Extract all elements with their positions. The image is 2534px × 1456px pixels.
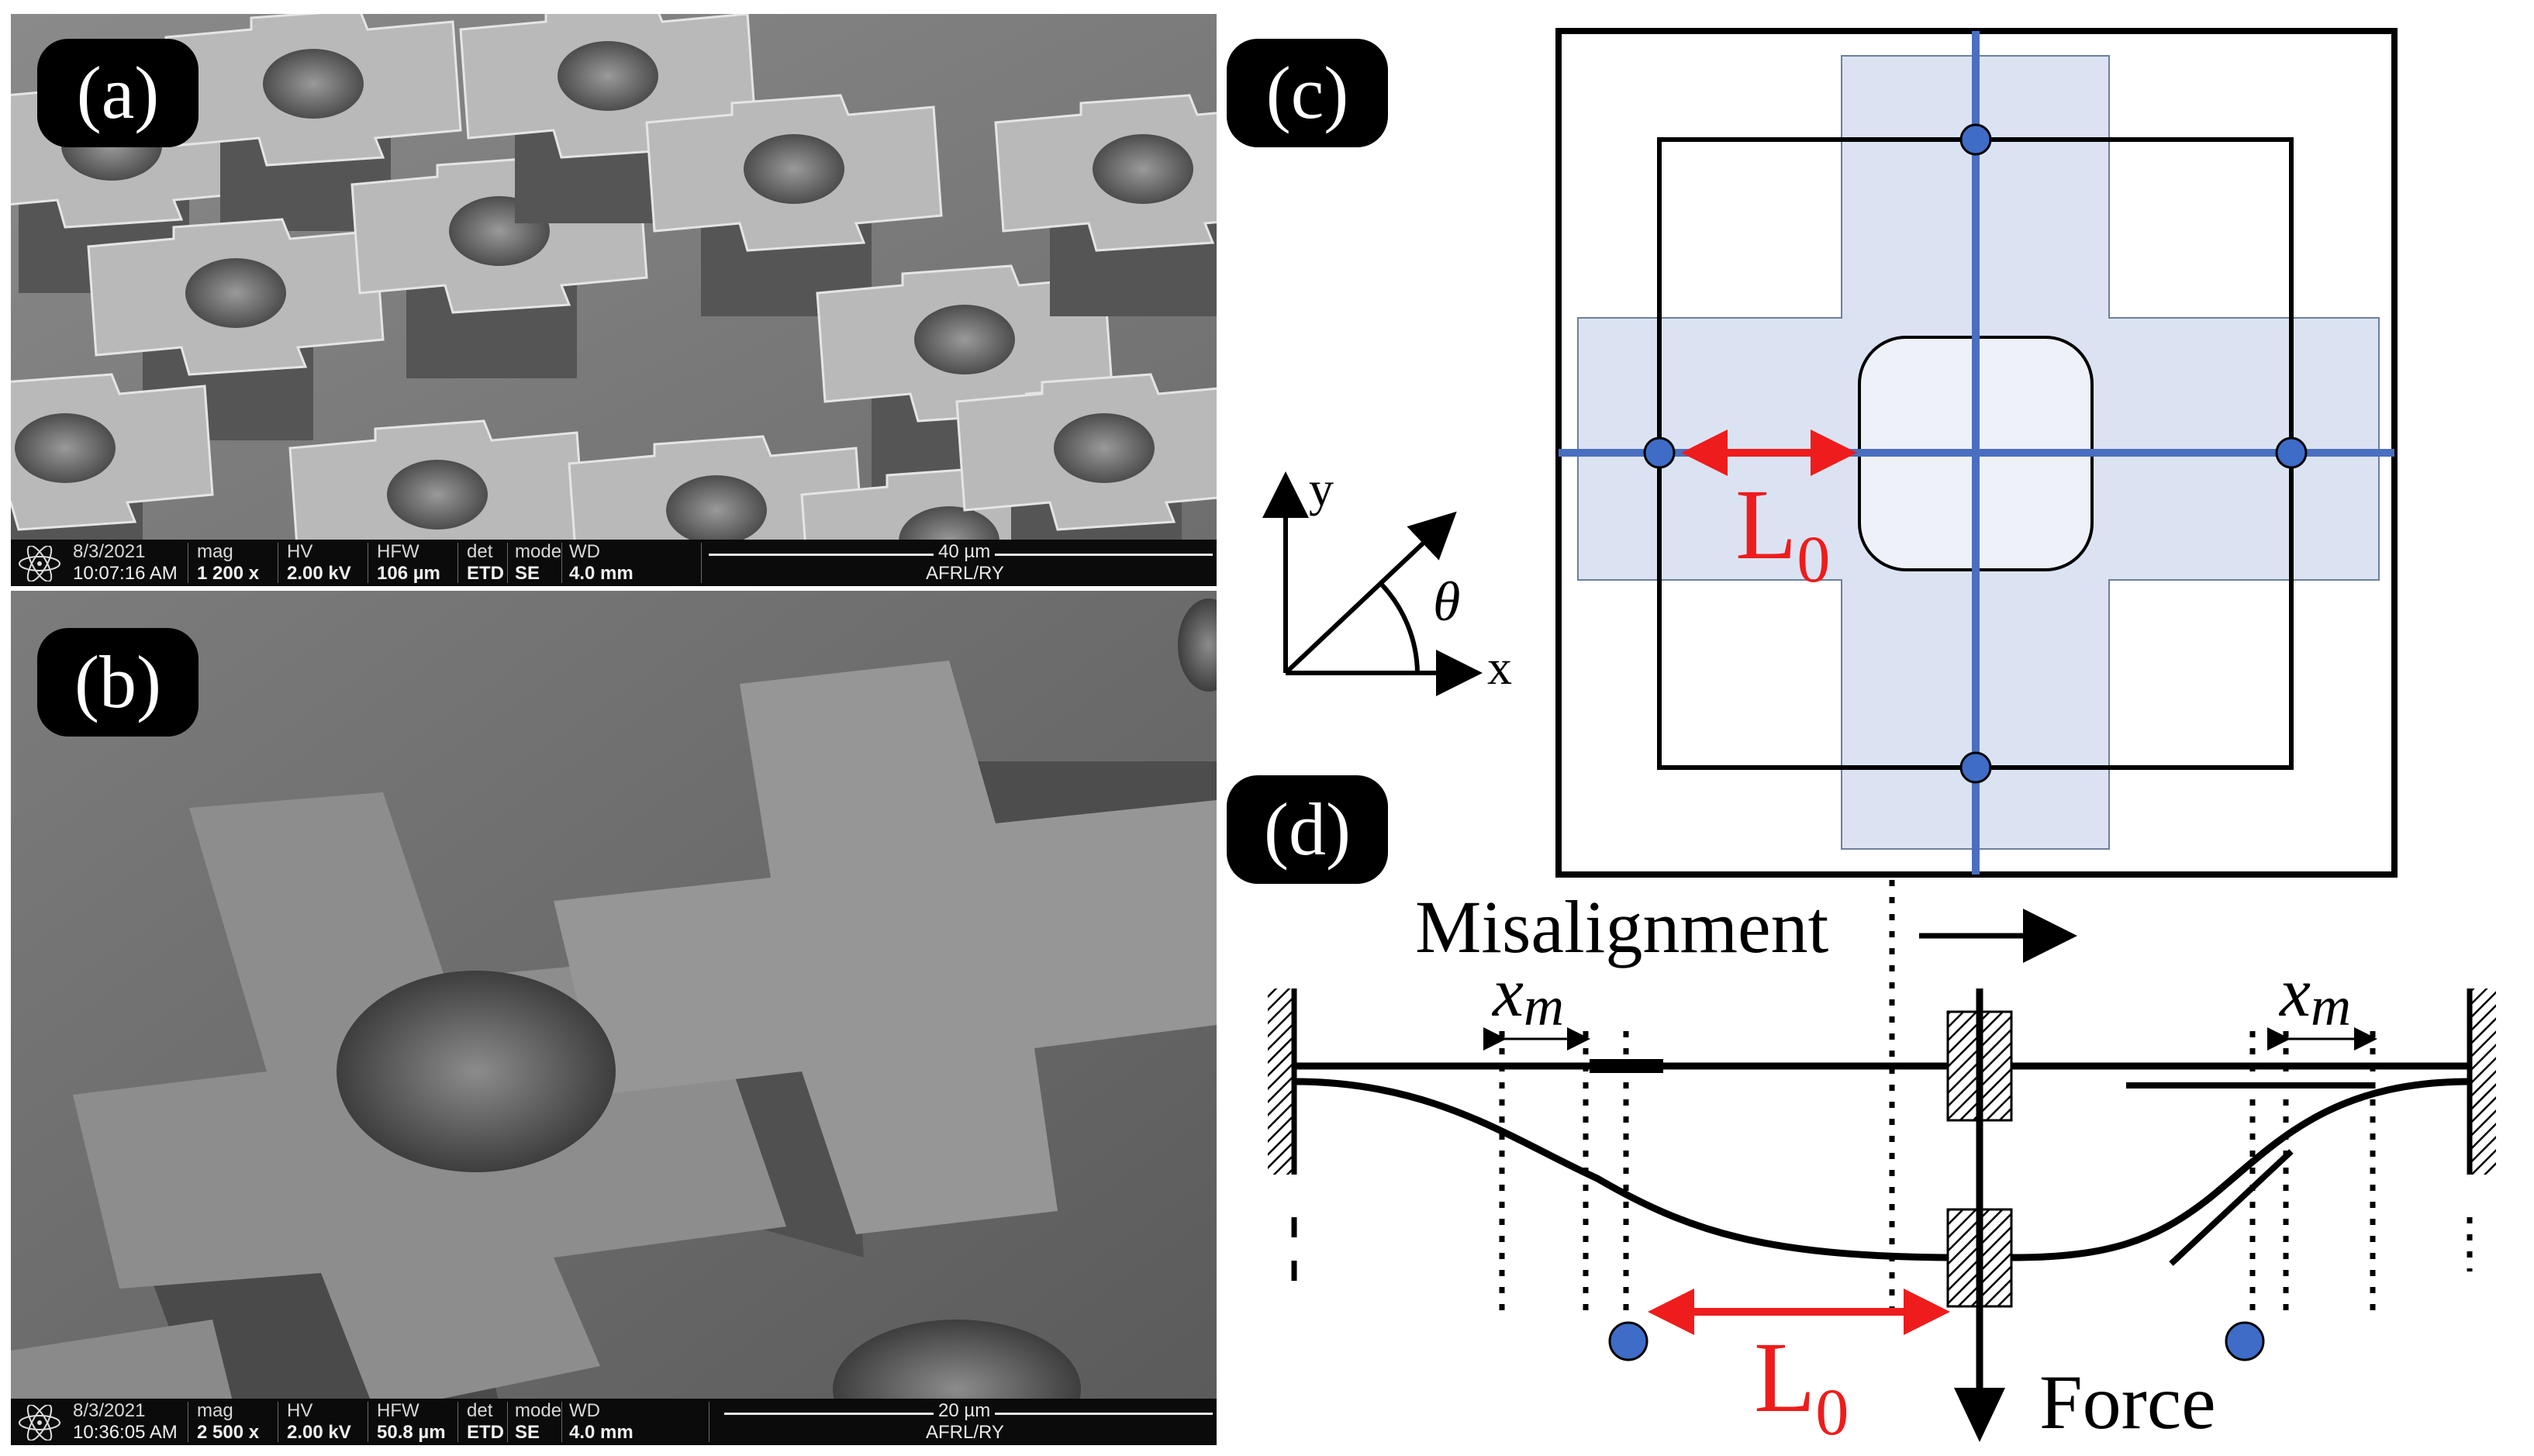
sem-hdr-mag: mag bbox=[197, 1400, 233, 1421]
beam-deflection-diagram: Misalignment xm bbox=[1268, 880, 2496, 1449]
sem-hdr-wd: WD bbox=[569, 541, 600, 562]
sem-time: 10:36:05 AM bbox=[73, 1422, 178, 1443]
unit-cell-diagram: L0 bbox=[1555, 28, 2398, 878]
node-left bbox=[1643, 436, 1676, 469]
sem-info-bar-b: 8/3/2021 10:36:05 AM mag 2 500 x HV 2.00… bbox=[11, 1399, 1217, 1445]
org-text: AFRL/RY bbox=[926, 563, 1004, 584]
org-text: AFRL/RY bbox=[926, 1422, 1004, 1443]
atom-logo-icon bbox=[19, 1405, 60, 1440]
node-right bbox=[2275, 436, 2308, 469]
xm-label-left: xm bbox=[1491, 954, 1564, 1037]
sem-image-a: 8/3/2021 10:07:16 AM mag 1 200 x HV 2.00… bbox=[11, 14, 1217, 586]
sem-hdr-hv: HV bbox=[287, 541, 313, 562]
force-label: Force bbox=[2039, 1359, 2216, 1445]
beam-right-deflected bbox=[2011, 1078, 2470, 1261]
force-arrow-head bbox=[1954, 1388, 2005, 1442]
x-axis-label: x bbox=[1487, 640, 1512, 695]
panel-label-c: (c) bbox=[1227, 39, 1388, 147]
right-wall bbox=[2470, 988, 2496, 1175]
panel-label-d: (d) bbox=[1227, 775, 1388, 884]
sem-hdr-mode: mode bbox=[515, 1400, 562, 1421]
length-label-d: L0 bbox=[1754, 1322, 1849, 1449]
theta-label: θ bbox=[1433, 571, 1460, 633]
sem-val-mag: 2 500 x bbox=[197, 1422, 260, 1443]
sem-hdr-hv: HV bbox=[287, 1400, 313, 1421]
beam-left-deflected bbox=[1293, 1078, 1949, 1261]
sem-hdr-mode: mode bbox=[515, 541, 562, 562]
panel-label-b: (b) bbox=[37, 628, 199, 737]
angle-arc bbox=[1378, 581, 1420, 674]
scale-text: 20 µm bbox=[934, 1400, 996, 1422]
sem-val-hfw: 50.8 µm bbox=[377, 1422, 446, 1443]
sem-hdr-wd: WD bbox=[569, 1400, 600, 1421]
angle-vector-arrow bbox=[1283, 511, 1457, 675]
sem-val-hv: 2.00 kV bbox=[287, 563, 351, 584]
sem-val-wd: 4.0 mm bbox=[569, 563, 634, 584]
sem-val-hv: 2.00 kV bbox=[287, 1422, 351, 1443]
y-axis-label: y bbox=[1309, 461, 1334, 516]
node-bottom bbox=[1959, 751, 1992, 784]
scale-text: 40 µm bbox=[934, 541, 996, 563]
sem-val-mode: SE bbox=[515, 1422, 540, 1443]
sem-hdr-hfw: HFW bbox=[377, 1400, 419, 1421]
sem-val-det: ETD bbox=[467, 1422, 504, 1443]
sem-val-det: ETD bbox=[467, 563, 504, 584]
node-top bbox=[1959, 123, 1992, 156]
sem-image-b: 8/3/2021 10:36:05 AM mag 2 500 x HV 2.00… bbox=[11, 591, 1217, 1445]
node-right-d bbox=[2225, 1321, 2265, 1361]
sem-date: 8/3/2021 bbox=[73, 541, 146, 562]
sem-hdr-mag: mag bbox=[197, 541, 233, 562]
sem-hdr-det: det bbox=[467, 541, 493, 562]
xm-label-right: xm bbox=[2278, 954, 2351, 1037]
coordinate-axes: y x θ bbox=[1262, 461, 1512, 696]
sem-val-wd: 4.0 mm bbox=[569, 1422, 634, 1443]
sem-photo-b bbox=[11, 591, 1217, 1445]
atom-logo-icon bbox=[19, 546, 60, 581]
sem-hdr-det: det bbox=[467, 1400, 493, 1421]
length-label-c: L0 bbox=[1735, 469, 1830, 596]
node-left-d bbox=[1608, 1321, 1648, 1361]
misalignment-label: Misalignment bbox=[1415, 885, 1829, 968]
panel-label-a: (a) bbox=[37, 39, 199, 147]
left-wall bbox=[1268, 988, 1294, 1175]
sem-date: 8/3/2021 bbox=[73, 1400, 146, 1421]
sem-val-mag: 1 200 x bbox=[197, 563, 260, 584]
sem-hdr-hfw: HFW bbox=[377, 541, 419, 562]
sem-val-mode: SE bbox=[515, 563, 540, 584]
sem-info-bar-a: 8/3/2021 10:07:16 AM mag 1 200 x HV 2.00… bbox=[11, 540, 1217, 586]
sem-val-hfw: 106 µm bbox=[377, 563, 440, 584]
sem-time: 10:07:16 AM bbox=[73, 563, 178, 584]
